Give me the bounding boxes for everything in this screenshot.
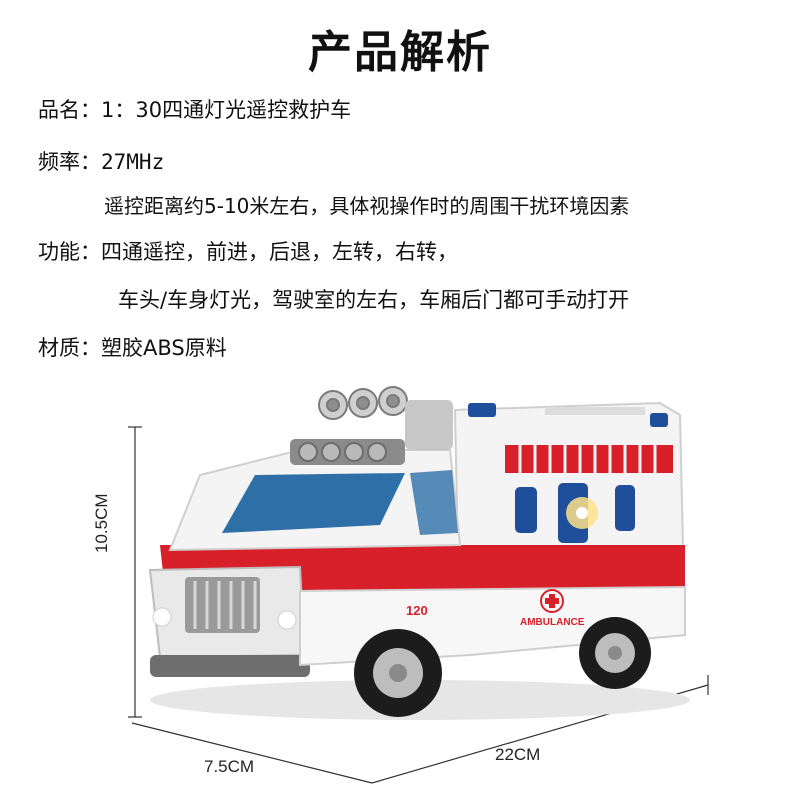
spec-function-value: 四通遥控，前进，后退，左转，右转， (101, 240, 458, 264)
roof-rail (545, 407, 645, 415)
upper-red-stripe (505, 445, 673, 473)
spec-range-note: 遥控距离约5-10米左右，具体视操作时的周围干扰环境因素 (104, 194, 630, 218)
windshield (222, 473, 405, 533)
spec-frequency-value: 27MHz (101, 150, 165, 174)
side-cab-window (410, 470, 458, 535)
front-grille (185, 577, 260, 633)
roof-horns (318, 386, 408, 420)
page-title: 产品解析 (308, 27, 492, 78)
roof-light-left (468, 403, 496, 417)
height-dimension-label: 10.5CM (92, 493, 111, 553)
side-window-3 (615, 485, 635, 531)
roof-light-right (650, 413, 668, 427)
spec-material-label: 材质： (38, 336, 101, 360)
side-number: 120 (406, 603, 428, 618)
spec-function-value-2: 车头/车身灯光，驾驶室的左右，车厢后门都可手动打开 (118, 288, 630, 312)
light-bar-lamps (298, 442, 387, 462)
headlight-left (152, 607, 172, 627)
spec-material-line: 材质：塑胶ABS原料 (38, 332, 800, 362)
width-dimension-label: 7.5CM (204, 757, 255, 776)
rear-wheel (579, 617, 651, 689)
spec-name-value: 1：30四通灯光遥控救护车 (101, 98, 352, 122)
side-text: AMBULANCE (520, 617, 585, 628)
grille-slats (193, 581, 257, 629)
front-wheel (354, 629, 442, 717)
front-bumper (150, 655, 310, 677)
spec-name-line: 品名：1：30四通灯光遥控救护车 (38, 94, 800, 124)
spec-function-label: 功能： (38, 240, 101, 264)
spec-frequency-line: 频率：27MHz (38, 146, 800, 176)
headlight-right (277, 610, 297, 630)
flash-light-core (576, 507, 588, 519)
stripe-slats (518, 445, 657, 473)
roof-light-housing (405, 400, 453, 450)
spec-name-label: 品名： (38, 98, 101, 122)
spec-frequency-label: 频率： (38, 150, 101, 174)
side-window-1 (515, 487, 537, 533)
spec-function-line: 功能：四通遥控，前进，后退，左转，右转， (38, 236, 800, 266)
spec-material-value: 塑胶ABS原料 (101, 336, 227, 360)
length-dimension-label: 22CM (495, 745, 541, 764)
width-dimension-line (131, 722, 373, 784)
product-figure: 120 AMBULANCE 10.5CM 7.5CM 22CM (0, 355, 800, 800)
medical-cross-icon (540, 589, 564, 613)
ambulance-illustration: 120 AMBULANCE (128, 386, 709, 784)
